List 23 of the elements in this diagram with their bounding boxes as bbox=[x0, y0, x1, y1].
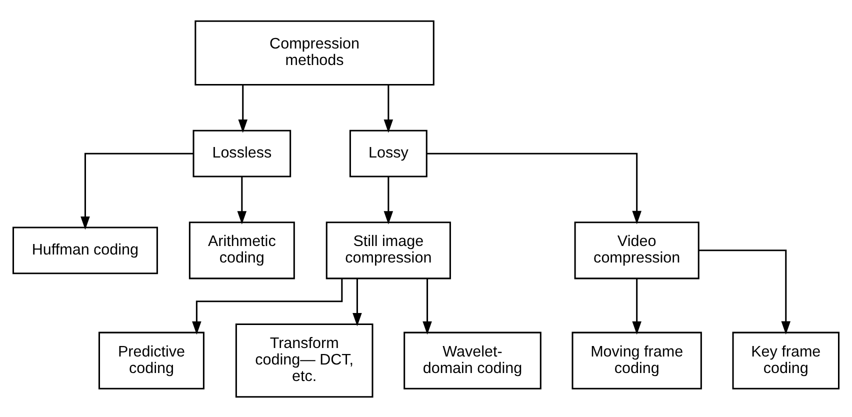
arrow bbox=[426, 152, 642, 224]
arrow bbox=[192, 278, 343, 334]
node-box: Compression methods bbox=[194, 20, 434, 86]
node-box: Video compression bbox=[574, 221, 700, 279]
arrow bbox=[384, 84, 394, 132]
arrow bbox=[237, 176, 247, 224]
arrow bbox=[352, 278, 362, 326]
arrow bbox=[238, 84, 248, 132]
node-box: Moving frame coding bbox=[572, 331, 702, 389]
arrow bbox=[80, 152, 194, 230]
arrow bbox=[632, 278, 642, 334]
node-box: Key frame coding bbox=[732, 331, 840, 389]
node-box: Predictive coding bbox=[98, 331, 204, 389]
node-box: Still image compression bbox=[326, 221, 451, 279]
node-box: Wavelet- domain coding bbox=[404, 331, 542, 389]
arrow bbox=[422, 278, 432, 334]
arrow bbox=[384, 176, 394, 224]
node-box: Huffman coding bbox=[12, 226, 158, 274]
node-box: Arithmetic coding bbox=[188, 221, 295, 279]
node-box: Lossless bbox=[192, 129, 292, 177]
node-box: Transform coding— DCT, etc. bbox=[235, 323, 374, 398]
node-box: Lossy bbox=[349, 129, 428, 177]
arrow bbox=[698, 249, 791, 334]
